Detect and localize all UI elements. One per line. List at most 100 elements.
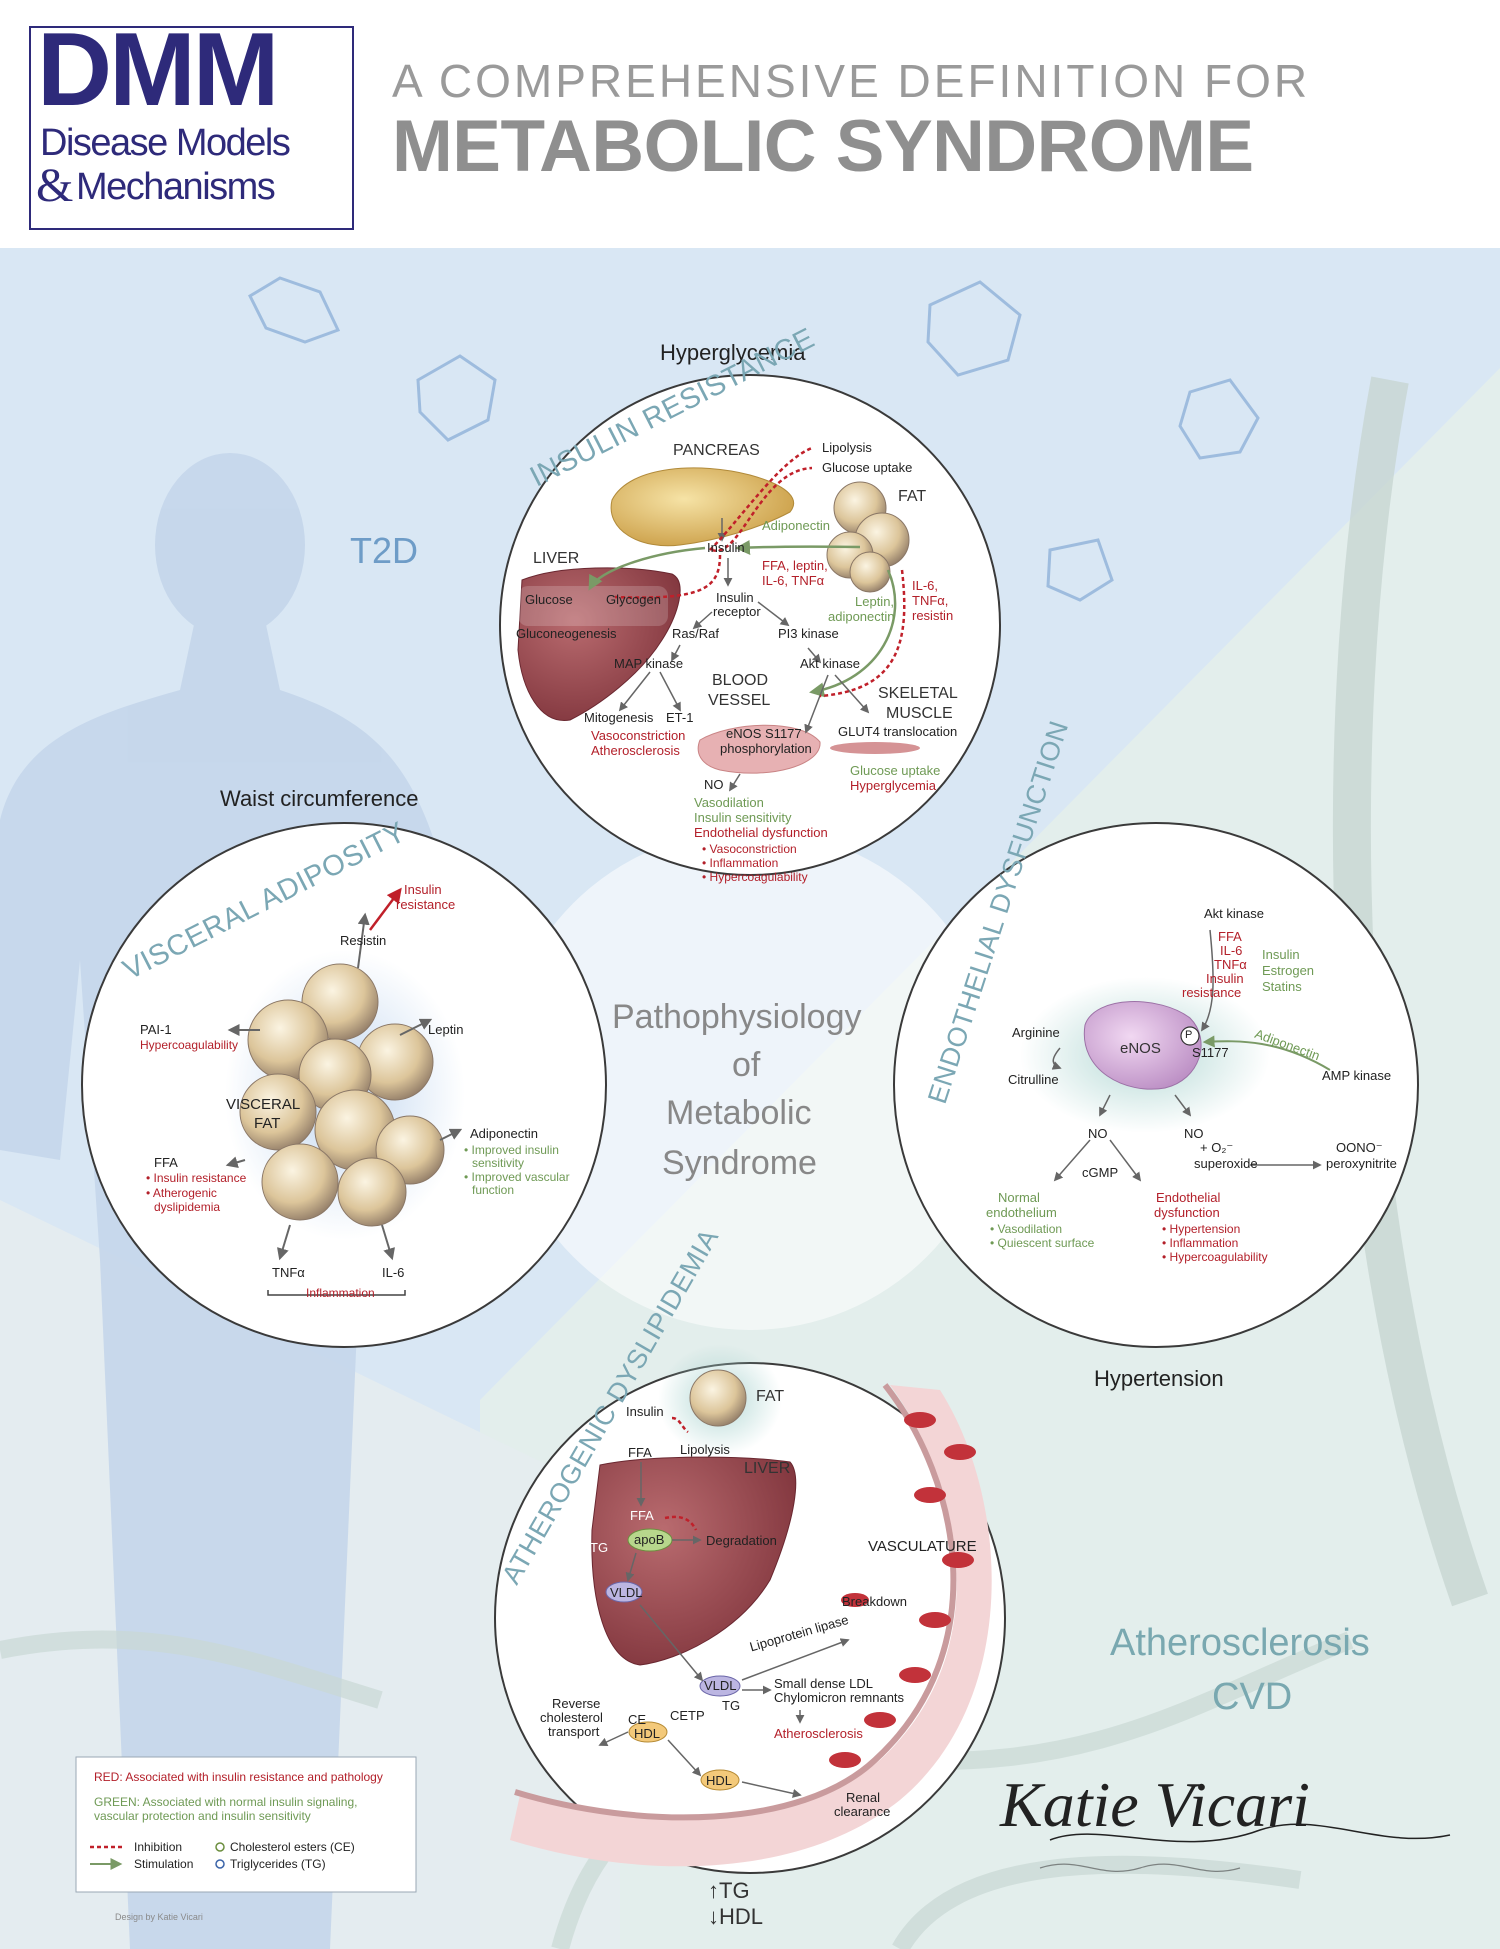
ir-adiponectin: Adiponectin <box>762 518 830 533</box>
ad-reverse3: transport <box>548 1724 600 1739</box>
ir-ffa-list1: FFA, leptin, <box>762 558 828 573</box>
va-ffa-b1: Insulin resistance <box>146 1171 247 1185</box>
center-line4: Syndrome <box>662 1144 817 1182</box>
label-hdl: ↓HDL <box>708 1904 764 1929</box>
ir-enos1: eNOS S1177 <box>726 726 802 741</box>
logo-dmm: DMM <box>37 12 279 128</box>
ed-endo2: dysfunction <box>1154 1205 1220 1220</box>
logo-line2: Mechanisms <box>76 166 276 208</box>
ed-nb1: Vasodilation <box>990 1222 1063 1236</box>
ed-eb3: Hypercoagulability <box>1162 1250 1268 1264</box>
ir-blood-vessel1: BLOOD <box>712 672 769 689</box>
ir-endothelial-dysfunction: Endothelial dysfunction <box>694 825 828 840</box>
ad-vldl: VLDL <box>610 1585 643 1600</box>
ir-insulin: Insulin <box>707 540 745 555</box>
va-adip-b1b: sensitivity <box>472 1156 525 1170</box>
legend-stimulation: Stimulation <box>134 1857 194 1871</box>
ir-gluconeogenesis: Gluconeogenesis <box>516 626 617 641</box>
ir-glucose-uptake: Glucose uptake <box>822 460 913 475</box>
ir-bullet1: Vasoconstriction <box>702 842 797 856</box>
center-line1: Pathophysiology <box>612 998 862 1036</box>
ed-oono: OONO⁻ <box>1336 1140 1383 1155</box>
ed-enos: eNOS <box>1120 1040 1161 1057</box>
ed-ffa: FFA <box>1218 929 1242 944</box>
ad-ffa2: FFA <box>630 1508 654 1523</box>
va-pai1: PAI-1 <box>140 1022 172 1037</box>
ad-fat: FAT <box>756 1388 785 1405</box>
ad-cetp: CETP <box>670 1708 705 1723</box>
ir-glut4: GLUT4 translocation <box>838 724 958 739</box>
ir-pi3k: PI3 kinase <box>778 626 839 641</box>
ed-s1177: S1177 <box>1192 1045 1229 1060</box>
ed-nb2: Quiescent surface <box>990 1236 1095 1250</box>
ir-vasodilation: Vasodilation <box>694 795 764 810</box>
ir-insulin-receptor2: receptor <box>713 604 761 619</box>
ad-chylo: Chylomicron remnants <box>774 1690 905 1705</box>
ed-g-insulin: Insulin <box>1262 947 1300 962</box>
center-line2: of <box>732 1046 761 1084</box>
ed-g-statins: Statins <box>1262 979 1302 994</box>
title-line1: A COMPREHENSIVE DEFINITION FOR <box>392 55 1311 107</box>
ir-vasoconstriction: Vasoconstriction <box>591 728 686 743</box>
ed-citrulline: Citrulline <box>1008 1072 1059 1087</box>
signature: Katie Vicari <box>1000 1769 1310 1840</box>
ed-normal2: endothelium <box>986 1205 1057 1220</box>
legend-red: RED: Associated with insulin resistance … <box>94 1770 383 1784</box>
ed-peroxynitrite: peroxynitrite <box>1326 1156 1397 1171</box>
ad-hdl2: HDL <box>706 1773 733 1788</box>
ir-leptin-adip1: Leptin, <box>855 594 895 609</box>
ad-tg2: TG <box>722 1698 741 1713</box>
ed-endo1: Endothelial <box>1156 1190 1221 1205</box>
ed-insulin: Insulin <box>1206 971 1244 986</box>
ad-liver: LIVER <box>744 1460 791 1477</box>
ad-breakdown: Breakdown <box>842 1594 908 1609</box>
legend-green1: GREEN: Associated with normal insulin si… <box>94 1795 358 1809</box>
ir-et1: ET-1 <box>666 710 694 725</box>
ir-insulin-receptor1: Insulin <box>716 590 754 605</box>
ad-athero: Atherosclerosis <box>774 1726 863 1741</box>
ed-akt: Akt kinase <box>1204 906 1264 921</box>
va-adip-b2a: Improved vascular <box>464 1170 570 1184</box>
legend-green2: vascular protection and insulin sensitiv… <box>94 1809 311 1823</box>
va-il6: IL-6 <box>382 1265 405 1280</box>
ed-cgmp: cGMP <box>1082 1165 1119 1180</box>
ir-atherosclerosis: Atherosclerosis <box>591 743 680 758</box>
va-ffa: FFA <box>154 1155 178 1170</box>
label-hyperglycemia: Hyperglycemia <box>660 340 806 365</box>
ir-skeletal1: SKELETAL <box>878 685 958 702</box>
ir-hyperglycemia: Hyperglycemia <box>850 778 936 793</box>
legend-ce: Cholesterol esters (CE) <box>230 1840 355 1854</box>
ed-eb2: Inflammation <box>1162 1236 1239 1250</box>
ir-insulin-sensitivity: Insulin sensitivity <box>694 810 792 825</box>
va-adip-b2b: function <box>472 1183 515 1197</box>
va-inflammation: Inflammation <box>306 1286 375 1300</box>
ir-lipolysis: Lipolysis <box>822 440 872 455</box>
label-tg: ↑TG <box>708 1878 750 1903</box>
ir-no: NO <box>704 777 724 792</box>
ed-no1: NO <box>1088 1126 1108 1141</box>
ad-renal1: Renal <box>846 1790 880 1805</box>
ir-il6-1: IL-6, <box>912 578 939 593</box>
ir-blood-vessel2: VESSEL <box>708 692 771 709</box>
ad-lipolysis: Lipolysis <box>680 1442 730 1457</box>
design-credit: Design by Katie Vicari <box>115 1912 203 1922</box>
va-hypercoag: Hypercoagulability <box>140 1038 239 1052</box>
va-ffa-b2a: Atherogenic <box>146 1186 217 1200</box>
logo-amp: & <box>36 159 74 212</box>
va-insulin-res2: resistance <box>396 897 456 912</box>
title-line2: METABOLIC SYNDROME <box>392 106 1254 187</box>
ed-arginine: Arginine <box>1012 1025 1060 1040</box>
ir-fat: FAT <box>898 488 927 505</box>
ir-ffa-list2: IL-6, TNFα <box>762 573 825 588</box>
ir-akt: Akt kinase <box>800 656 860 671</box>
ir-bullet3: Hypercoagulability <box>702 870 808 884</box>
ir-glycogen: Glycogen <box>606 592 661 607</box>
ad-tg: TG <box>590 1540 609 1555</box>
va-tnfa: TNFα <box>272 1265 305 1280</box>
label-t2d: T2D <box>350 530 419 571</box>
ad-ffa: FFA <box>628 1445 652 1460</box>
ed-il6: IL-6 <box>1220 943 1243 958</box>
ir-enos2: phosphorylation <box>720 741 812 756</box>
